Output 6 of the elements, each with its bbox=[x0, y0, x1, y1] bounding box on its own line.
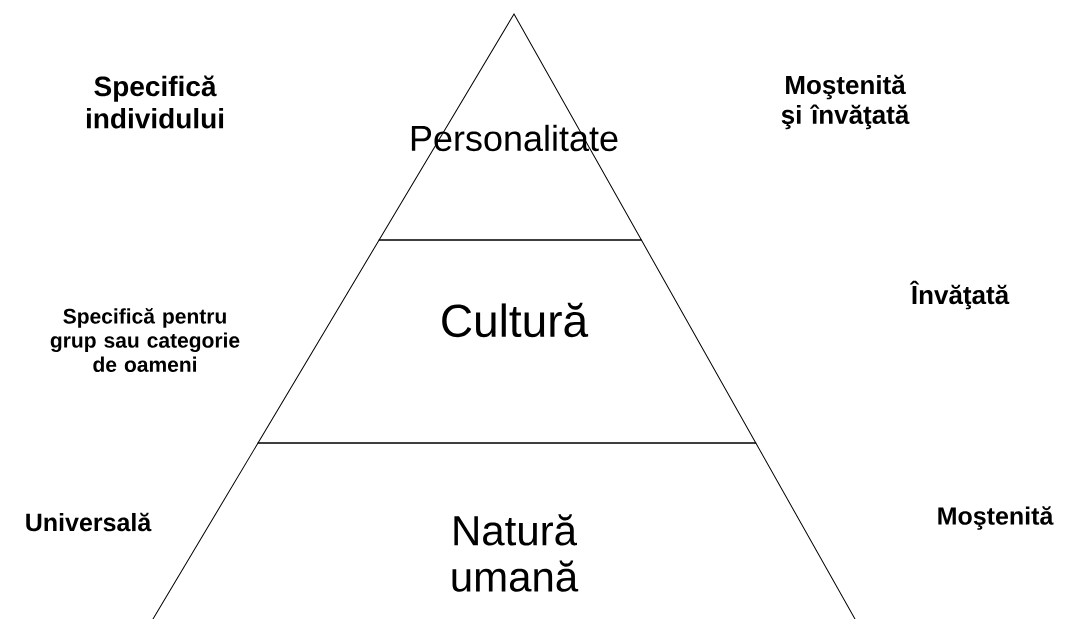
pyramid-band: Cultură bbox=[257, 239, 757, 444]
side-label: Universală bbox=[26, 512, 152, 532]
side-label: Moştenită şi învăţată bbox=[781, 74, 910, 130]
side-label: Învăţată bbox=[909, 280, 1010, 310]
side-label: Specifică individului bbox=[86, 75, 224, 129]
side-label: Moştenită bbox=[938, 506, 1054, 530]
